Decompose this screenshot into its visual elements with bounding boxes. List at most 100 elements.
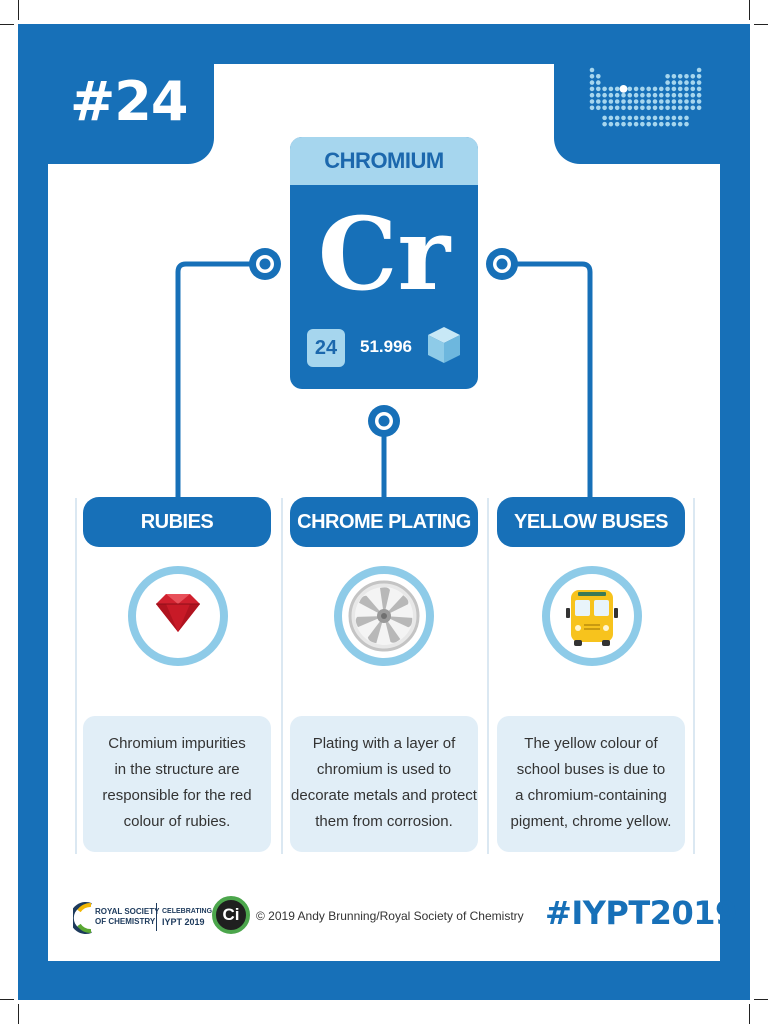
periodic-table-dot	[596, 86, 601, 92]
periodic-table-dot	[671, 115, 677, 121]
periodic-table-dot	[684, 105, 689, 111]
periodic-table-dot	[696, 105, 702, 111]
periodic-table-dot	[665, 105, 670, 111]
celebrating-iypt: CELEBRATING IYPT 2019	[162, 907, 212, 927]
crop-mark	[749, 1004, 750, 1024]
use-description-rubies: Chromium impurities in the structure are…	[83, 716, 271, 852]
element-tile: CHROMIUM Cr 24 51.996	[290, 137, 478, 389]
periodic-table-dot	[602, 105, 607, 111]
periodic-table-dot	[646, 115, 651, 121]
ruby-icon	[156, 594, 200, 632]
periodic-table-dot	[696, 92, 702, 98]
periodic-table-dot	[677, 121, 683, 127]
periodic-table-dot	[614, 92, 620, 98]
periodic-table-dot	[602, 99, 607, 104]
periodic-table-dot	[671, 121, 677, 127]
periodic-table-dot	[646, 105, 651, 111]
periodic-table-dot	[614, 99, 620, 104]
ci-badge: Ci	[212, 896, 250, 934]
periodic-table-dot	[608, 121, 614, 127]
periodic-table-dot	[665, 74, 670, 79]
use-title-chrome-plating: CHROME PLATING	[290, 497, 478, 547]
periodic-table-dot	[614, 86, 620, 92]
periodic-table-dot	[690, 92, 696, 98]
periodic-table-dot	[589, 92, 595, 98]
periodic-table-dot	[621, 121, 626, 127]
periodic-table-dot	[633, 121, 639, 127]
element-name: CHROMIUM	[324, 148, 444, 173]
column-divider	[693, 498, 695, 854]
periodic-table-dot	[684, 115, 689, 121]
column-divider	[75, 498, 77, 854]
periodic-table-dot	[596, 74, 601, 79]
periodic-table-dot	[589, 74, 595, 79]
periodic-table-dot	[633, 92, 639, 98]
periodic-table-dot	[659, 115, 664, 121]
periodic-table-dot	[589, 80, 595, 85]
periodic-table-dot	[589, 86, 595, 92]
periodic-table-dot	[627, 92, 633, 98]
periodic-table-dot	[665, 99, 670, 104]
atomic-number: 24	[307, 329, 345, 367]
use-title-rubies: RUBIES	[83, 497, 271, 547]
periodic-table-dot	[677, 99, 683, 104]
periodic-table-dot	[652, 105, 658, 111]
crop-mark	[18, 0, 19, 20]
rsc-line: ROYAL SOCIETY	[95, 907, 160, 916]
periodic-table-dot	[671, 80, 677, 85]
periodic-table-dot	[602, 92, 607, 98]
periodic-table-dot	[646, 121, 651, 127]
periodic-table-dot	[640, 86, 645, 92]
wheel-icon	[348, 580, 420, 652]
periodic-table-dot	[602, 86, 607, 92]
periodic-table-dot	[684, 74, 689, 79]
periodic-table-dot	[596, 99, 601, 104]
periodic-table-dot	[614, 121, 620, 127]
element-card-number: #24	[70, 70, 188, 133]
periodic-table-dot	[652, 115, 658, 121]
footer-separator	[156, 903, 157, 931]
periodic-table-dot	[665, 115, 670, 121]
periodic-table-dot	[627, 105, 633, 111]
celebrating-line: CELEBRATING	[162, 908, 213, 915]
description-line: in the structure are	[114, 761, 240, 778]
periodic-table-dot	[696, 67, 702, 73]
periodic-table-dot	[671, 86, 677, 92]
periodic-table-dot	[665, 92, 670, 98]
periodic-table-dot	[677, 105, 683, 111]
periodic-table-dot	[608, 115, 614, 121]
periodic-table-dot	[671, 99, 677, 104]
periodic-table-dot	[589, 99, 595, 104]
periodic-table-icon	[589, 67, 702, 127]
periodic-table-dot	[690, 86, 696, 92]
description-line: pigment, chrome yellow.	[510, 813, 672, 830]
periodic-table-dot	[602, 115, 607, 121]
periodic-table-dot	[652, 121, 658, 127]
use-title-yellow-buses: YELLOW BUSES	[497, 497, 685, 547]
periodic-table-dot	[621, 92, 626, 98]
periodic-table-dot	[608, 86, 614, 92]
atomic-mass: 51.996	[360, 337, 412, 356]
periodic-table-dot	[659, 121, 664, 127]
periodic-table-dot	[640, 99, 645, 104]
periodic-table-dot	[589, 105, 595, 111]
periodic-table-dot	[690, 74, 696, 79]
periodic-table-dot	[665, 80, 670, 85]
column-divider	[487, 498, 489, 854]
periodic-table-dot	[627, 115, 633, 121]
periodic-table-dot	[621, 99, 626, 104]
connector-right	[511, 261, 593, 503]
periodic-table-dot	[677, 115, 683, 121]
description-line: school buses is due to	[516, 761, 666, 778]
description-line: Plating with a layer of	[312, 735, 456, 752]
periodic-table-dot	[633, 105, 639, 111]
periodic-table-dot	[677, 80, 683, 85]
periodic-table-dot	[677, 86, 683, 92]
use-description-yellow-buses: The yellow colour of school buses is due…	[497, 716, 685, 852]
use-icon-ring	[334, 566, 434, 666]
periodic-table-dot	[696, 80, 702, 85]
periodic-table-dot	[619, 85, 628, 93]
periodic-table-dot	[684, 86, 689, 92]
periodic-table-dot	[621, 105, 626, 111]
periodic-table-dot	[696, 99, 702, 104]
